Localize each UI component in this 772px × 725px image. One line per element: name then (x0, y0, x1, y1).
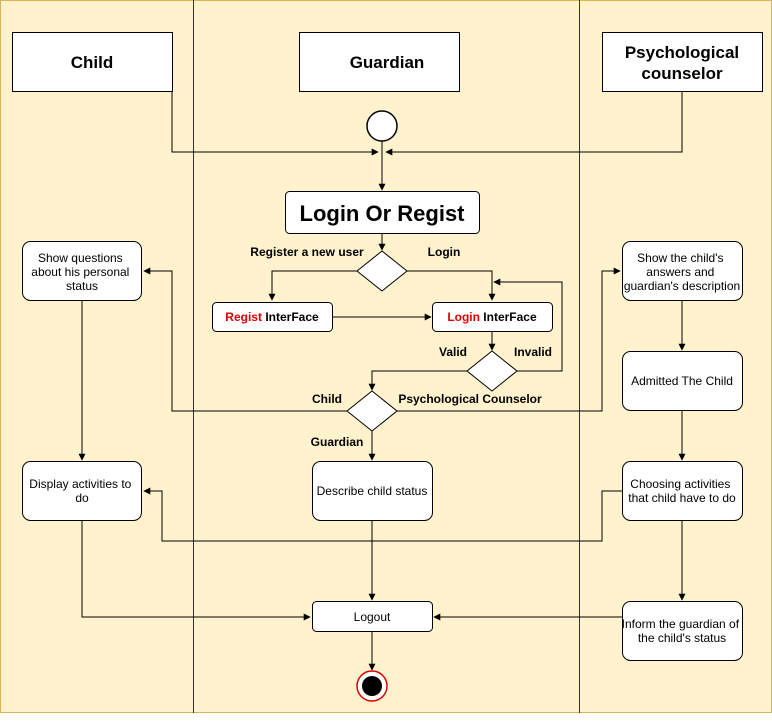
edge-decision-to-login-interface (407, 270, 496, 301)
logout-label: Logout (354, 610, 391, 624)
lane-header-counselor (602, 32, 763, 92)
choosing-activities-label: Choosing activities that child have to d… (628, 477, 736, 505)
lane-title-guardian: Guardian (350, 53, 425, 72)
show-answers-line-2: answers and (646, 265, 714, 279)
regist-interface-box (212, 302, 333, 332)
describe-child-status-label: Describe child status (317, 484, 428, 498)
show-questions-line-2: about his personal (31, 265, 129, 279)
edge-activities-to-logout (81, 521, 311, 621)
show-questions-box (22, 241, 142, 301)
lane-title-child: Child (71, 53, 114, 72)
login-interface-rest: InterFace (480, 310, 537, 324)
describe-child-status-box (312, 461, 433, 521)
login-or-regist-box (285, 191, 480, 234)
admitted-box (622, 351, 743, 411)
choosing-activities-line-1: Choosing activities (630, 477, 730, 491)
lane-child (0, 0, 194, 713)
login-interface-box (432, 302, 553, 332)
show-answers-label: Show the child's answers and guardian's … (624, 251, 740, 293)
regist-interface-label: Regist InterFace (225, 310, 319, 324)
lane-header-guardian (299, 32, 460, 92)
edge-counselor-header-to-start (385, 92, 683, 156)
edge-decision-to-regist (268, 270, 357, 301)
start-node (366, 110, 398, 142)
show-questions-line-3: status (66, 279, 98, 293)
display-activities-label: Display activities to do (29, 477, 134, 505)
label-login: Login (428, 245, 461, 259)
edge-choosing-to-display (143, 487, 622, 542)
display-activities-line-1: Display activities to (29, 477, 131, 491)
edge-invalid-loop (493, 278, 563, 372)
show-questions-label: Show questions about his personal status (31, 251, 132, 293)
show-answers-line-3: guardian's description (624, 279, 740, 293)
label-psych-counselor: Psychological Counselor (398, 392, 542, 406)
show-answers-box (622, 241, 743, 301)
inform-guardian-box (622, 601, 743, 661)
end-node-core (362, 676, 382, 696)
decision-validation (466, 350, 518, 392)
edge-child-header-to-start (171, 92, 379, 156)
login-interface-label: Login InterFace (447, 310, 537, 324)
lane-title-counselor-line2: counselor (641, 64, 723, 83)
label-invalid: Invalid (514, 345, 552, 359)
display-activities-line-2: do (75, 491, 89, 505)
logout-box (312, 601, 433, 632)
lane-header-child (12, 32, 173, 92)
label-valid: Valid (439, 345, 467, 359)
login-or-regist-label: Login Or Regist (300, 201, 466, 226)
display-activities-box (22, 461, 142, 521)
inform-guardian-line-1: Inform the guardian of (622, 617, 740, 631)
admitted-label: Admitted The Child (631, 374, 733, 388)
inform-guardian-label: Inform the guardian of the child's statu… (622, 617, 743, 645)
inform-guardian-line-2: the child's status (638, 631, 726, 645)
show-answers-line-1: Show the child's (637, 251, 723, 265)
edge-role-to-child (143, 267, 347, 412)
label-register-new-user: Register a new user (250, 245, 364, 259)
regist-interface-red: Regist (225, 310, 262, 324)
choosing-activities-line-2: that child have to do (628, 491, 736, 505)
lane-title-counselor-line1: Psychological (625, 43, 739, 62)
edge-valid-to-role (368, 370, 467, 391)
edge-role-to-counselor (397, 267, 621, 412)
label-guardian: Guardian (311, 435, 364, 449)
regist-interface-rest: InterFace (262, 310, 319, 324)
choosing-activities-box (622, 461, 743, 521)
label-child: Child (312, 392, 342, 406)
show-questions-line-1: Show questions (38, 251, 123, 265)
login-interface-red: Login (447, 310, 480, 324)
decision-register-login (356, 250, 408, 292)
